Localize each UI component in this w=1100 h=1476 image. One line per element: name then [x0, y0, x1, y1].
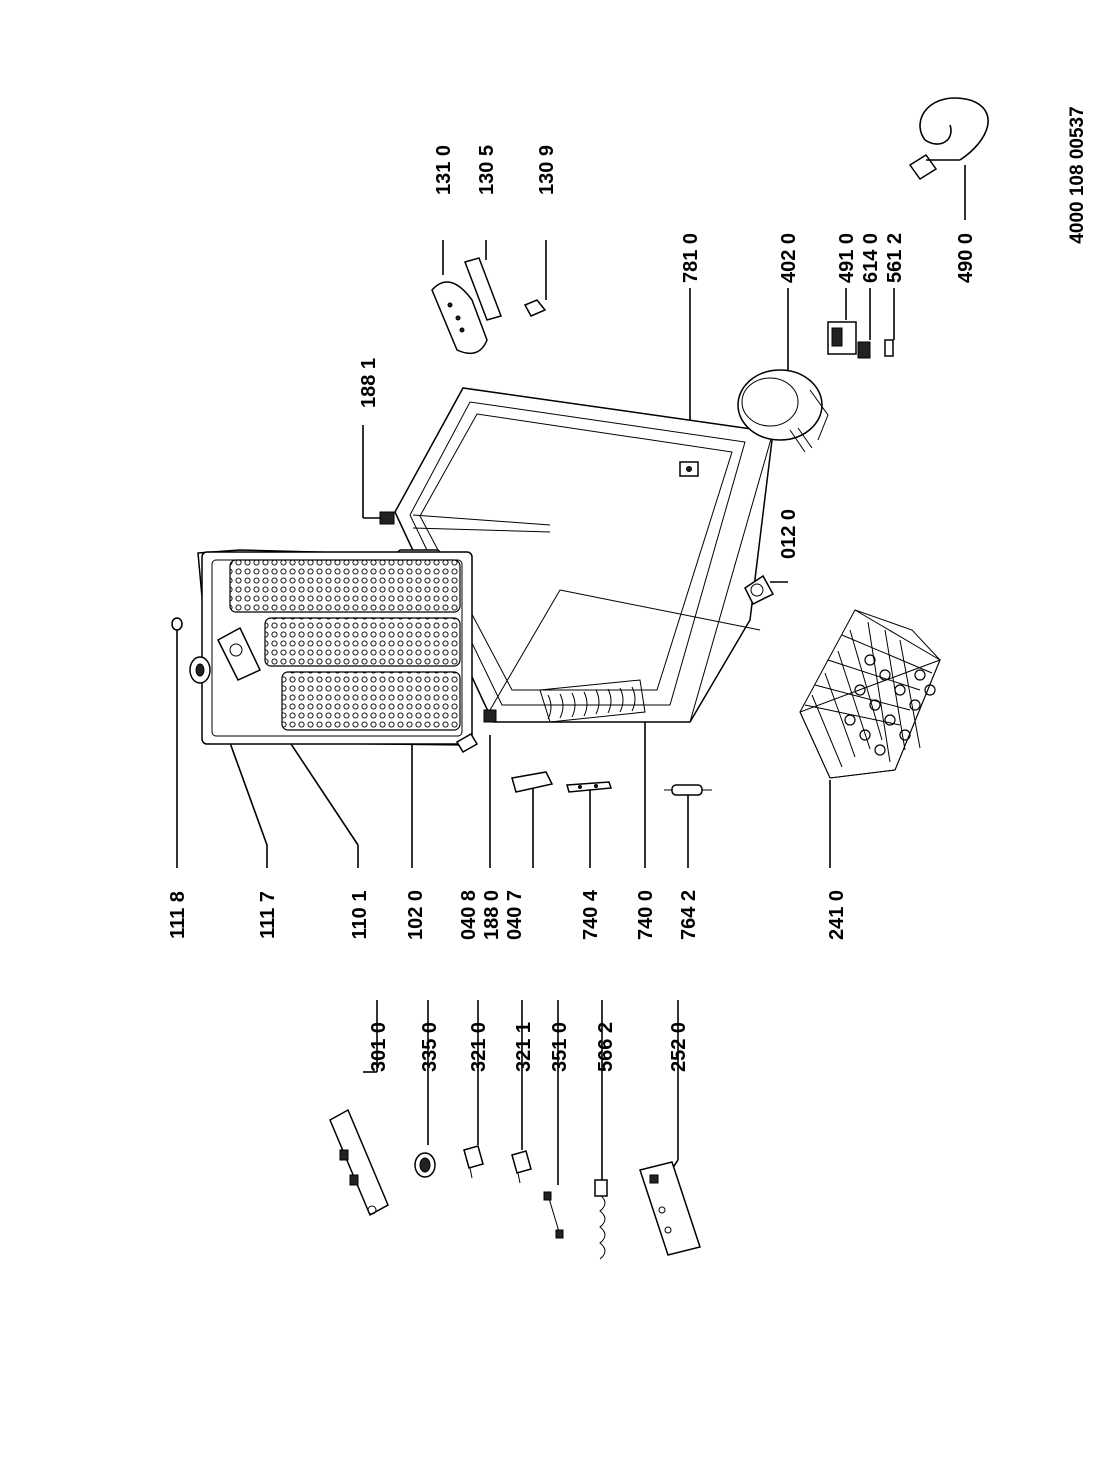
- document-code: 4000 108 00537: [1067, 106, 1088, 243]
- lid-lock: [189, 656, 211, 684]
- label-040-8: 040 8: [458, 890, 480, 940]
- label-111-8: 111 8: [167, 891, 189, 939]
- label-252-0: 252 0: [668, 1022, 690, 1072]
- connector-351-0: [543, 1191, 564, 1239]
- power-cord: [908, 97, 989, 181]
- lamp-321-1: [511, 1150, 532, 1184]
- label-402-0: 402 0: [778, 233, 800, 283]
- label-131-0: 131 0: [433, 145, 455, 195]
- label-335-0: 335 0: [419, 1022, 441, 1072]
- label-561-2: 561 2: [884, 233, 906, 283]
- label-566-2: 566 2: [595, 1022, 617, 1072]
- label-614-0: 614 0: [860, 233, 882, 283]
- knob-335-0: [414, 1152, 436, 1178]
- thermostat-566-2: [594, 1179, 608, 1260]
- freezer-lid: [197, 549, 473, 746]
- label-764-2: 764 2: [678, 890, 700, 940]
- label-188-0: 188 0: [481, 890, 503, 940]
- part-labels: 111 8 111 7 110 1 102 0 040 8 188 0 040 …: [167, 145, 977, 1072]
- label-740-4: 740 4: [580, 889, 602, 940]
- compressor: [737, 369, 829, 453]
- hinge-pin-130-9: [523, 299, 547, 317]
- wire-basket: [799, 609, 941, 779]
- label-111-7: 111 7: [257, 891, 279, 939]
- label-781-0: 781 0: [680, 233, 702, 283]
- label-130-5: 130 5: [476, 145, 498, 195]
- label-351-0: 351 0: [549, 1022, 571, 1072]
- bracket-740-4: [566, 781, 613, 793]
- lamp-321-0: [463, 1145, 484, 1179]
- label-188-1: 188 1: [358, 358, 380, 408]
- cover-614-0: [857, 341, 871, 359]
- label-040-7: 040 7: [504, 890, 526, 940]
- lock-key: [171, 617, 183, 631]
- dryer-filter-764-2: [664, 784, 712, 796]
- label-130-9: 130 9: [536, 145, 558, 195]
- hinge-bar-130-5: [464, 257, 502, 321]
- hinge-cover-040-7: [511, 771, 554, 793]
- control-box-252-0: [639, 1161, 701, 1256]
- label-321-1: 321 1: [513, 1022, 535, 1072]
- clip-561-2: [884, 339, 894, 357]
- label-321-0: 321 0: [468, 1022, 490, 1072]
- hinge-cover-040-8: [455, 732, 479, 754]
- label-110-1: 110 1: [349, 891, 371, 940]
- label-740-0: 740 0: [635, 890, 657, 940]
- label-490-0: 490 0: [955, 233, 977, 283]
- label-012-0: 012 0: [778, 509, 800, 559]
- label-301-0: 301 0: [368, 1022, 390, 1072]
- hinge-plate-131-0: [431, 281, 488, 355]
- label-102-0: 102 0: [405, 890, 427, 940]
- label-241-0: 241 0: [826, 890, 848, 940]
- relay-491-0: [827, 321, 857, 355]
- label-491-0: 491 0: [836, 233, 858, 283]
- lid-handle: [217, 626, 262, 681]
- thermostat-housing-301-0: [329, 1108, 389, 1217]
